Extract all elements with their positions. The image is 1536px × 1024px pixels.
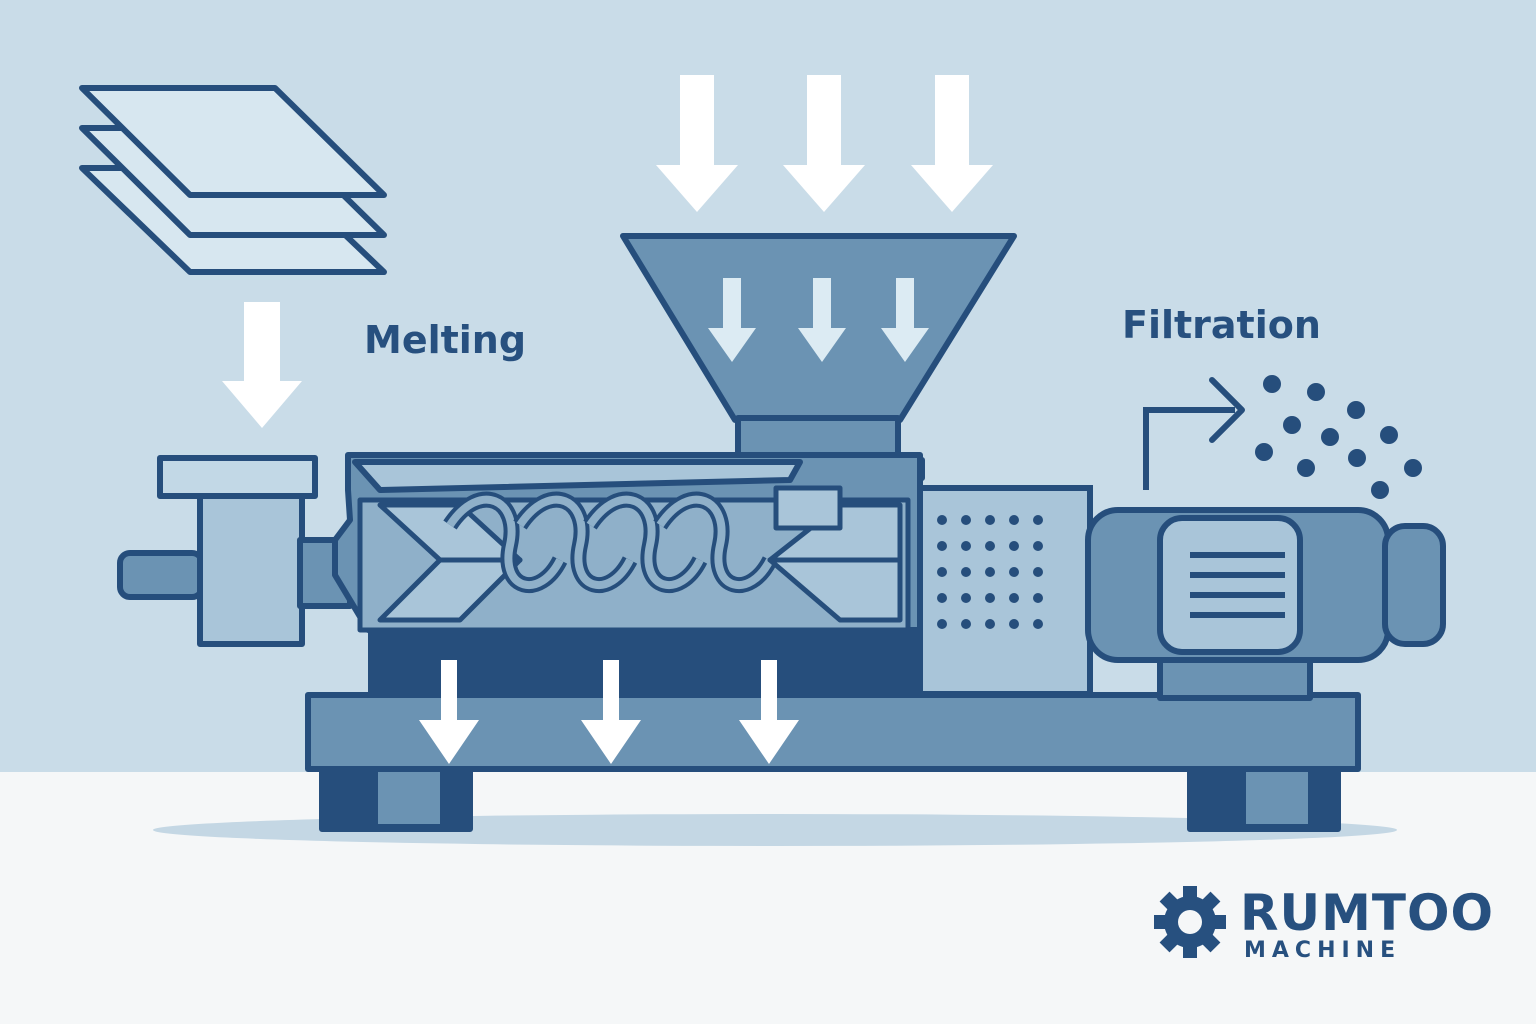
output-arrow-head [1209,377,1245,443]
filter-icon [917,485,1093,697]
gear-icon [1154,886,1226,958]
output-arrows [419,660,799,764]
down-arrow-icon [739,660,799,764]
melting-label: Melting [364,318,527,362]
brand-subtitle: MACHINE [1244,938,1402,963]
barrel-housing [368,630,928,698]
input-arrows [656,75,993,212]
down-arrow-icon [656,75,738,212]
gearbox [117,455,353,647]
machine-base [305,692,1361,832]
plastic-sheets-icon [79,85,387,275]
brand-name: RUMTOO [1240,884,1494,942]
output-arrow-icon [1143,407,1235,490]
hopper-arrows [708,278,929,362]
down-arrow-icon [419,660,479,764]
motor-icon [1085,507,1446,701]
filter-holes [937,515,1043,629]
down-arrow-icon [581,660,641,764]
filtration-label: Filtration [1122,303,1321,347]
pellets-icon [1255,375,1422,499]
down-arrow-icon [222,302,302,428]
screw-icon [357,485,911,633]
down-arrow-icon [911,75,993,212]
down-arrow-icon [783,75,865,212]
